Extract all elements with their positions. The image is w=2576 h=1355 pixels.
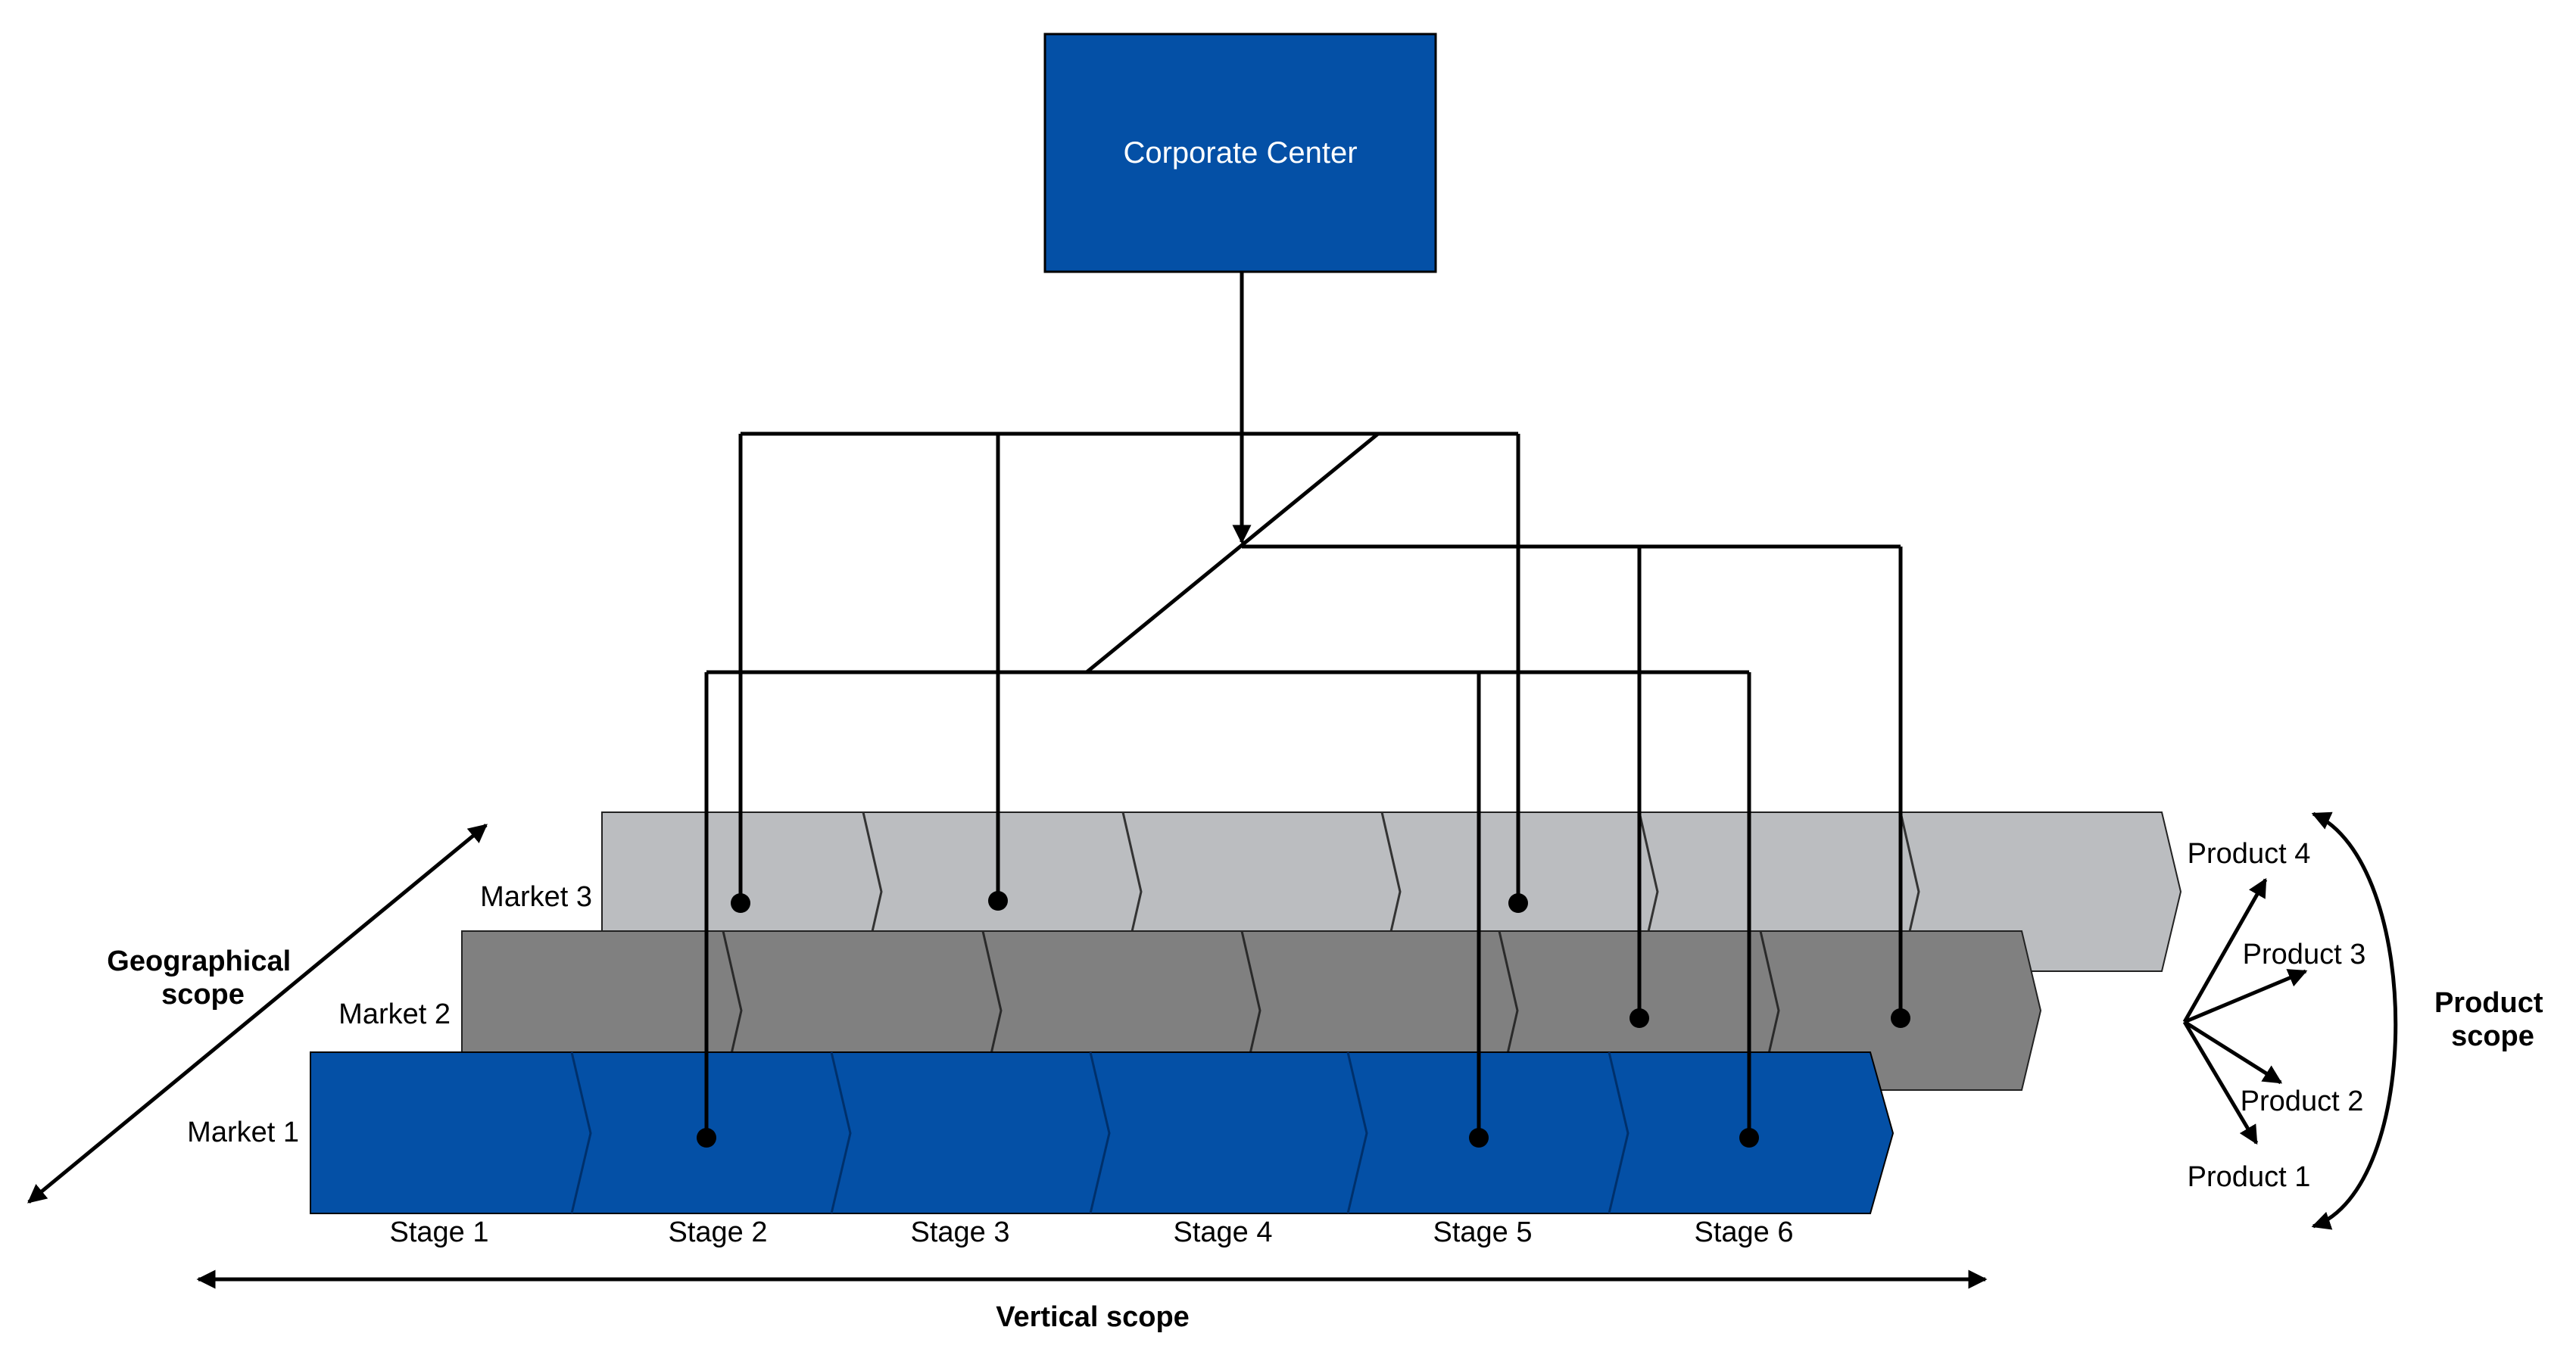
market-1-body	[310, 1051, 1895, 1214]
connector-dot	[988, 891, 1008, 911]
stage-label: Stage 6	[1695, 1216, 1794, 1248]
stage-label: Stage 5	[1433, 1216, 1533, 1248]
geographical-scope-line-2: scope	[161, 979, 245, 1011]
product-scope-line-1: Product	[2434, 987, 2543, 1019]
connector-dot	[1629, 1008, 1649, 1028]
stage-label: Stage 3	[911, 1216, 1010, 1248]
product-label: Product 3	[2243, 939, 2366, 970]
corporate-center-label: Corporate Center	[1123, 136, 1357, 170]
stage-label: Stage 1	[390, 1216, 489, 1248]
connector-dot	[1508, 893, 1528, 913]
product-scope-label: Product scope	[2434, 987, 2551, 1052]
product-fan	[2182, 877, 2308, 1145]
product-label: Product 4	[2188, 838, 2311, 870]
geographical-scope-label: Geographical scope	[107, 945, 298, 1011]
market-1-bar	[310, 1051, 1895, 1214]
stage-label: Stage 4	[1174, 1216, 1273, 1248]
connector-dot	[1469, 1128, 1489, 1148]
product-label: Product 1	[2188, 1161, 2311, 1193]
market-2-label: Market 2	[338, 998, 451, 1030]
market-1-label: Market 1	[187, 1117, 299, 1148]
vertical-scope-label: Vertical scope	[996, 1301, 1190, 1333]
market-1-chevrons	[570, 1051, 1629, 1214]
connector-dot	[697, 1128, 716, 1148]
corporate-center: Corporate Center	[1043, 33, 1437, 273]
connector-dot	[1891, 1008, 1910, 1028]
product-label: Product 2	[2241, 1086, 2364, 1117]
connector-dot	[1739, 1128, 1759, 1148]
market-3-label: Market 3	[480, 881, 592, 913]
vertical-scope-axis: Vertical scope	[196, 1269, 1988, 1333]
geographical-scope-axis: Geographical scope	[27, 824, 488, 1204]
product-scope-line-2: scope	[2451, 1020, 2534, 1052]
geographical-scope-line-1: Geographical	[107, 945, 291, 977]
connector-network	[697, 272, 1910, 1148]
corporate-center-box	[1043, 33, 1437, 273]
product-scope-axis: Product scope	[2311, 811, 2551, 1230]
connector-dot	[731, 893, 750, 913]
stage-label: Stage 2	[669, 1216, 768, 1248]
